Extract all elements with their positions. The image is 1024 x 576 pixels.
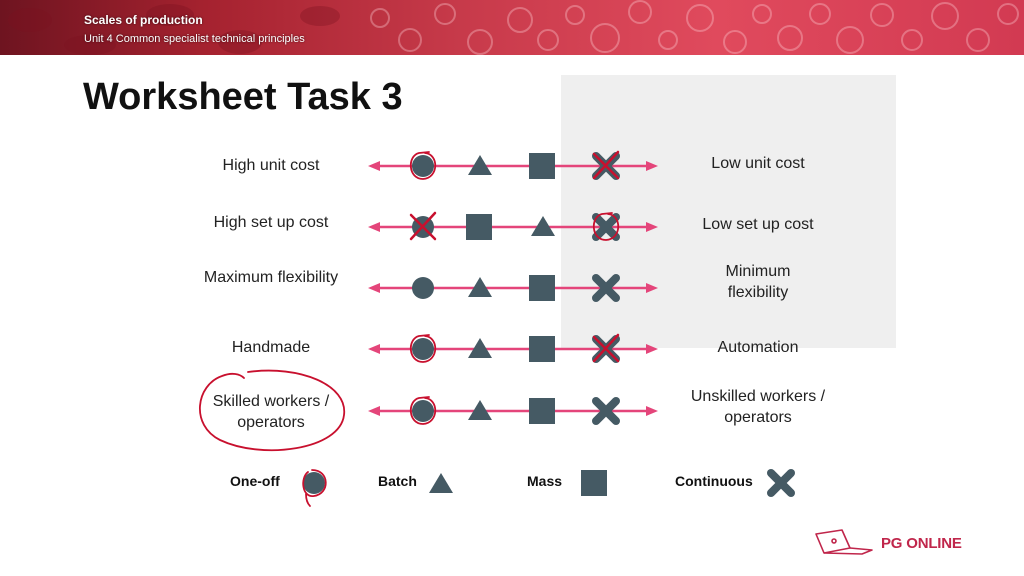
row-4-annotation-mark xyxy=(592,333,620,363)
row-2-mass-symbol xyxy=(466,214,492,240)
row-4-arrow-left-head xyxy=(368,344,380,354)
key-label-batch: Batch xyxy=(378,473,417,489)
key-label-continuous: Continuous xyxy=(675,473,753,489)
row-4-left-label: Handmade xyxy=(231,339,311,356)
row-1-batch-symbol xyxy=(468,155,492,175)
row-3-arrow-right-head xyxy=(646,283,658,293)
laptop-icon xyxy=(815,529,873,555)
row-4-arrow-right-head xyxy=(646,344,658,354)
row-2-left-label: High set up cost xyxy=(213,214,329,231)
key-one-off-annotation xyxy=(302,469,327,507)
row-1-annotation-mark xyxy=(592,150,620,180)
row-5-batch-symbol xyxy=(468,400,492,420)
header-subtitle: Unit 4 Common specialist technical princ… xyxy=(84,33,305,45)
row-1-left-label: High unit cost xyxy=(222,157,320,174)
key-symbol-batch xyxy=(429,473,453,493)
row-1-arrow-right-head xyxy=(646,161,658,171)
row-2-batch-symbol xyxy=(531,216,555,236)
row-2-annotation-mark xyxy=(409,211,437,241)
row-1-one-off-symbol xyxy=(412,155,434,177)
row-3-mass-symbol xyxy=(529,275,555,301)
row-5-left-label: Skilled workers / operators xyxy=(212,393,330,431)
header-title: Scales of production xyxy=(84,13,203,27)
row-5-mass-symbol xyxy=(529,398,555,424)
row-5-annotation-circle xyxy=(409,396,437,425)
row-2-arrow-left-head xyxy=(368,222,380,232)
row-1-annotation-circle xyxy=(409,151,437,180)
row-5-arrow-left-head xyxy=(368,406,380,416)
row-3-one-off-symbol xyxy=(412,277,434,299)
header-banner: Scales of production Unit 4 Common speci… xyxy=(0,0,1024,55)
row-4-one-off-symbol xyxy=(412,338,434,360)
row-3-continuous-symbol xyxy=(592,274,620,302)
row-2-annotation-circle xyxy=(592,212,620,241)
row-5-one-off-symbol xyxy=(412,400,434,422)
key-label-mass: Mass xyxy=(527,473,563,489)
row-5-arrow-right-head xyxy=(646,406,658,416)
row-4-mass-symbol xyxy=(529,336,555,362)
row-4-annotation-circle xyxy=(409,334,437,363)
key-symbol-mass xyxy=(581,470,607,496)
row-1-mass-symbol xyxy=(529,153,555,179)
row-2-continuous-symbol xyxy=(592,213,620,241)
logo-text: PG ONLINE xyxy=(881,535,962,552)
key-symbol-one-off xyxy=(303,472,325,494)
row-5-right-label: Unskilled workers / operators xyxy=(690,388,826,426)
key-symbol-continuous xyxy=(767,469,795,497)
row-1-arrow-left-head xyxy=(368,161,380,171)
row-5-continuous-symbol xyxy=(592,397,620,425)
page-title: Worksheet Task 3 xyxy=(83,76,403,118)
row-3-arrow-left-head xyxy=(368,283,380,293)
key-label-one-off: One-off xyxy=(230,473,280,489)
row-4-batch-symbol xyxy=(468,338,492,358)
row-4-right-label: Automation xyxy=(717,339,799,356)
row-1-right-label: Low unit cost xyxy=(711,155,805,172)
row-3-right-label: Minimum flexibility xyxy=(725,263,791,301)
banner-pattern xyxy=(8,0,1019,55)
row-2-right-label: Low set up cost xyxy=(702,216,814,233)
skilled-workers-annotation-circle xyxy=(199,369,345,451)
row-3-left-label: Maximum flexibility xyxy=(203,269,339,286)
row-2-arrow-right-head xyxy=(646,222,658,232)
background-panel xyxy=(561,75,896,348)
row-3-batch-symbol xyxy=(468,277,492,297)
